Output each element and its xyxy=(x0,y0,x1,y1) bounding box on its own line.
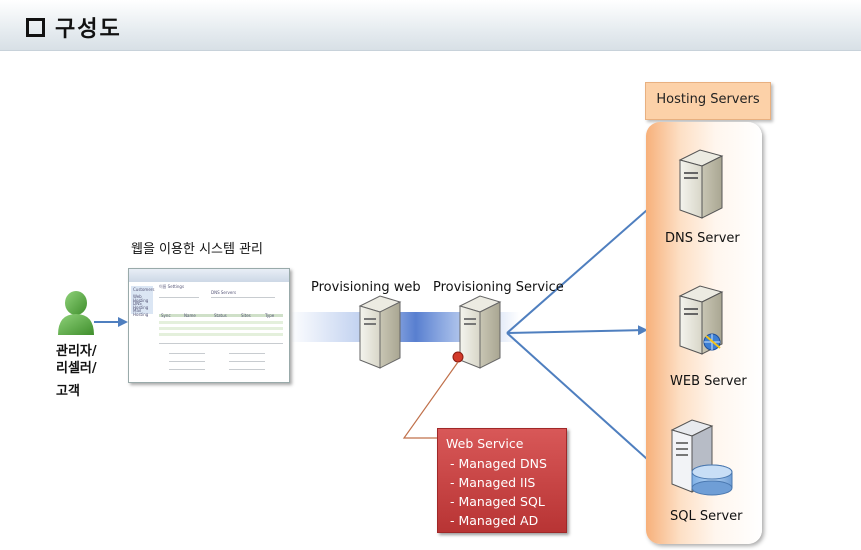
ss-dns-label: DNS Servers xyxy=(211,290,237,295)
web-service-item-iis: - Managed IIS xyxy=(450,475,536,490)
ss-cell-2: Status xyxy=(214,313,227,318)
web-service-item-sql: - Managed SQL xyxy=(450,494,545,509)
page-title-text: 구성도 xyxy=(55,17,122,42)
ss-cell-0: Sync xyxy=(161,313,171,318)
web-service-item-dns: - Managed DNS xyxy=(450,456,547,471)
web-admin-caption: 웹을 이용한 시스템 관리 xyxy=(131,242,263,257)
arrow-to-web xyxy=(506,325,648,336)
ss-item-2: DNS Hosting xyxy=(133,301,149,310)
sql-server-icon xyxy=(670,419,733,496)
user-label-line-3: 고객 xyxy=(56,384,80,399)
screenshot-sidebar: Customers Web Hosting DNS Hosting Mail H… xyxy=(131,286,155,317)
web-server-label: WEB Server xyxy=(670,374,747,389)
ss-cell-1: Name xyxy=(184,313,196,318)
user-label: 관리자/ 리셀러/ 고객 xyxy=(56,343,97,400)
provisioning-web-label: Provisioning web xyxy=(311,280,421,295)
dns-server-icon xyxy=(678,149,724,219)
user-label-line-2: 리셀러/ xyxy=(56,361,97,376)
web-service-box: Web Service - Managed DNS - Managed IIS … xyxy=(437,428,567,533)
user-label-line-1: 관리자/ xyxy=(56,344,97,359)
arrow-to-dns xyxy=(506,201,657,334)
page-title: 구성도 xyxy=(26,11,122,43)
provisioning-service-server-icon xyxy=(458,295,502,369)
hosting-servers-title: Hosting Servers xyxy=(645,82,771,120)
checkbox-square-icon xyxy=(26,18,45,37)
page-header: 구성도 xyxy=(0,0,861,51)
callout-line xyxy=(402,361,459,439)
ss-item-3: Mail Hosting xyxy=(133,308,149,317)
web-service-title: Web Service xyxy=(446,436,524,451)
ss-cell-4: Type xyxy=(265,313,275,318)
ss-heading: 이름 Settings xyxy=(159,284,185,289)
user-icon xyxy=(58,291,94,335)
web-admin-screenshot: Customers Web Hosting DNS Hosting Mail H… xyxy=(128,268,290,383)
provisioning-web-server-icon xyxy=(358,295,402,369)
sql-server-label: SQL Server xyxy=(670,509,743,524)
web-service-item-ad: - Managed AD xyxy=(450,513,539,528)
provisioning-service-label: Provisioning Service xyxy=(433,280,564,295)
browser-toolbar xyxy=(129,269,289,282)
web-server-icon xyxy=(678,285,724,355)
ss-item-0: Customers xyxy=(133,287,155,292)
ss-item-1: Web Hosting xyxy=(133,294,149,303)
arrow-to-sql xyxy=(506,332,659,470)
dns-server-label: DNS Server xyxy=(665,231,740,246)
ss-cell-3: Sites xyxy=(241,313,251,318)
